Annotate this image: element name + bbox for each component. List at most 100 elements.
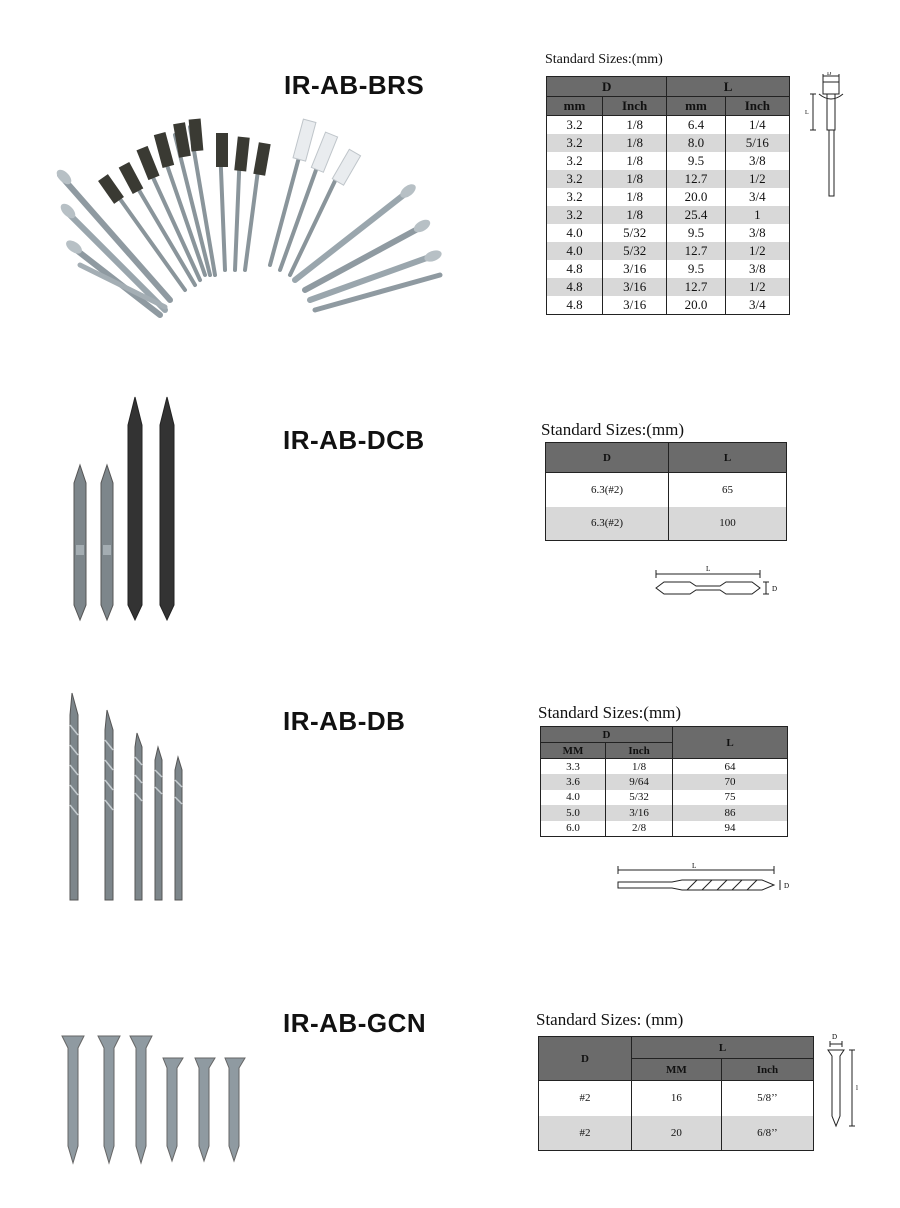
table-cell: 1/8 xyxy=(602,170,668,188)
table-cell: 6/8’’ xyxy=(720,1115,815,1151)
diagram-label-d: D xyxy=(772,585,777,593)
header-d: D xyxy=(545,442,669,473)
table-cell: 64 xyxy=(672,758,788,775)
table-cell: 3.2 xyxy=(545,134,604,152)
diagram-label-l: L xyxy=(692,862,696,870)
table-cell: 3.6 xyxy=(539,774,607,790)
table-cell: 20.0 xyxy=(666,188,726,206)
table-cell: 3.2 xyxy=(545,188,604,206)
table-cell: 3/16 xyxy=(602,278,668,296)
diagram-label-l: L xyxy=(706,565,710,573)
table-cell: 3/8 xyxy=(724,224,791,242)
header-mm: MM xyxy=(539,742,607,759)
table-cell: 8.0 xyxy=(666,134,726,152)
table-cell: 3/8 xyxy=(724,260,791,278)
header-inch: Inch xyxy=(605,742,673,759)
table-cell: 4.0 xyxy=(545,224,604,242)
header-inch: Inch xyxy=(602,96,668,116)
table-cell: 3/16 xyxy=(605,805,673,821)
table-cell: 3.2 xyxy=(545,115,604,134)
product-section-gcn: IR-AB-GCN Standard Sizes: (mm) D L MM In… xyxy=(0,990,900,1200)
table-cell: 4.8 xyxy=(545,260,604,278)
bit-diagram: L D xyxy=(655,565,777,595)
table-cell: 2/8 xyxy=(605,820,673,837)
table-cell: 5/16 xyxy=(724,134,791,152)
header-l: L xyxy=(666,76,790,97)
table-cell: 70 xyxy=(672,774,788,790)
header-d: D xyxy=(540,726,673,743)
standard-sizes-label: Standard Sizes:(mm) xyxy=(541,420,685,439)
table-cell: 9.5 xyxy=(666,224,726,242)
table-cell: 3.3 xyxy=(539,758,607,775)
table-cell: 12.7 xyxy=(666,170,726,188)
table-cell: 6.0 xyxy=(539,820,607,837)
table-cell: 6.3(#2) xyxy=(545,506,669,541)
header-d: D xyxy=(538,1036,632,1081)
table-cell: 5/32 xyxy=(602,224,668,242)
table-cell: 16 xyxy=(631,1080,722,1116)
diagram-label-l: L xyxy=(805,110,809,116)
table-cell: 1/8 xyxy=(602,152,668,170)
standard-sizes-label: Standard Sizes: (mm) xyxy=(536,1010,684,1029)
table-cell: 9/64 xyxy=(605,774,673,790)
diagram-label-d: D xyxy=(827,72,832,77)
table-cell: 65 xyxy=(668,472,787,507)
table-cell: 20.0 xyxy=(666,296,726,315)
table-row: 6.3(#2)100 xyxy=(545,506,787,541)
table-cell: 1/2 xyxy=(724,170,791,188)
table-cell: 3/16 xyxy=(602,296,668,315)
table-cell: 1/8 xyxy=(602,115,668,134)
table-cell: 5/32 xyxy=(602,242,668,260)
table-cell: 25.4 xyxy=(666,206,726,224)
table-cell: 1 xyxy=(724,206,791,224)
screwdriver-bits-photo xyxy=(73,396,175,622)
table-cell: 9.5 xyxy=(666,260,726,278)
header-mm: mm xyxy=(666,96,726,116)
table-cell: 3/4 xyxy=(724,188,791,206)
table-cell: #2 xyxy=(538,1080,632,1116)
header-mm: MM xyxy=(631,1058,722,1081)
table-cell: 1/8 xyxy=(602,206,668,224)
table-cell: 12.7 xyxy=(666,242,726,260)
product-code: IR-AB-GCN xyxy=(283,1008,427,1038)
header-l: L xyxy=(668,442,787,473)
product-code: IR-AB-BRS xyxy=(284,70,425,100)
table-cell: 5/8’’ xyxy=(720,1080,815,1116)
product-section-db: IR-AB-DB Standard Sizes:(mm) D L MM Inch… xyxy=(0,680,900,930)
table-cell: 5.0 xyxy=(539,805,607,821)
rivet-diagram: D L xyxy=(805,72,844,197)
table-cell: 4.0 xyxy=(545,242,604,260)
header-inch: Inch xyxy=(724,96,791,116)
table-cell: 6.4 xyxy=(666,115,726,134)
table-cell: #2 xyxy=(538,1115,632,1151)
table-cell: 3.2 xyxy=(545,206,604,224)
table-cell: 3/16 xyxy=(602,260,668,278)
table-cell: 75 xyxy=(672,789,788,806)
table-cell: 3/8 xyxy=(724,152,791,170)
product-section-dcb: IR-AB-DCB Standard Sizes:(mm) D L 6.3(#2… xyxy=(0,380,900,630)
header-l: L xyxy=(631,1036,814,1059)
table-cell: 94 xyxy=(672,820,788,837)
table-cell: 12.7 xyxy=(666,278,726,296)
table-cell: 1/2 xyxy=(724,242,791,260)
table-cell: 20 xyxy=(631,1115,722,1151)
nails-photo xyxy=(61,1035,246,1165)
table-cell: 4.0 xyxy=(539,789,607,806)
